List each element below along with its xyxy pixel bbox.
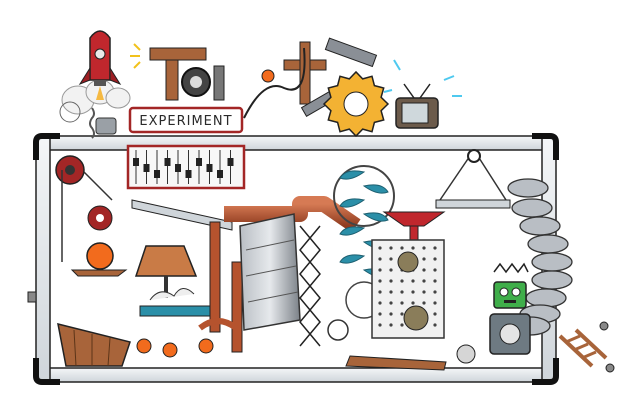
scissor-lift (299, 225, 321, 347)
pegboard (371, 211, 446, 339)
steel-chute (239, 213, 301, 331)
ramp (131, 199, 233, 231)
slinky-icon (507, 178, 573, 336)
hanger (435, 149, 511, 209)
tv-icon (383, 59, 462, 129)
experiment-sign: EXPERIMENT (128, 106, 244, 134)
ladder-icon (558, 321, 615, 373)
robot-icon (489, 262, 531, 355)
dial-panel (126, 144, 246, 190)
pulley-icon (55, 155, 128, 277)
lightbulb-icon (59, 101, 117, 139)
wooden-crate (57, 322, 131, 367)
bottom-ramps (327, 319, 476, 371)
experiment-sign-label: EXPERIMENT (139, 114, 232, 129)
rocket-icon (61, 30, 131, 115)
copper-pipes (198, 196, 361, 353)
gear-icon (322, 70, 390, 138)
lamp-icon (134, 245, 217, 358)
